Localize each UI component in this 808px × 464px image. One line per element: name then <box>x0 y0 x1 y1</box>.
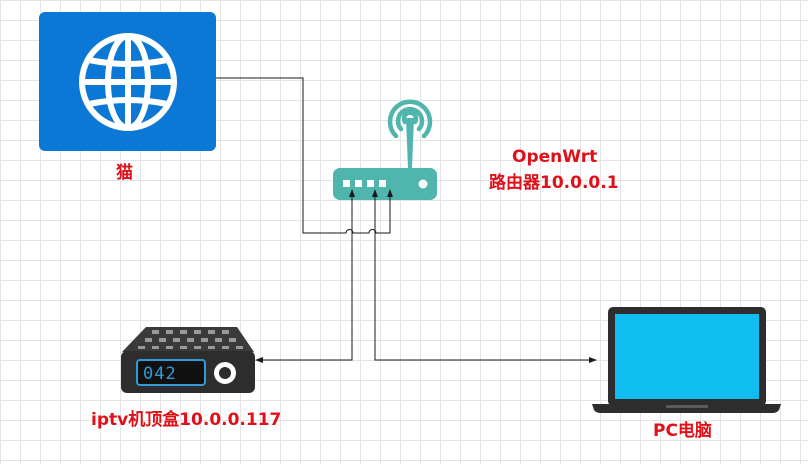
laptop-icon <box>592 307 781 413</box>
stb-label: iptv机顶盒10.0.0.117 <box>91 410 282 430</box>
connector-router-pc <box>374 195 592 361</box>
globe-icon <box>79 33 177 131</box>
router-label-line1: OpenWrt <box>512 147 598 167</box>
arrowhead-router-wan <box>387 189 393 197</box>
modem-node <box>39 12 216 151</box>
connector-router-stb <box>258 195 353 361</box>
router-node <box>333 99 437 200</box>
connectors <box>216 77 592 361</box>
arrowhead-router-lan1 <box>349 189 355 197</box>
arrowhead-pc <box>589 357 597 363</box>
router-label-line2: 路由器10.0.0.1 <box>489 173 619 193</box>
arrowhead-stb <box>255 357 263 363</box>
modem-label: 猫 <box>116 163 133 183</box>
pc-node <box>592 307 781 413</box>
connector-modem-router <box>216 77 391 234</box>
wifi-router-icon <box>333 99 437 200</box>
stb-display: 042 <box>143 364 177 384</box>
arrowhead-router-lan2 <box>372 189 378 197</box>
set-top-box-icon: 042 <box>121 327 255 393</box>
pc-label: PC电脑 <box>653 421 712 441</box>
connector-arrowheads <box>255 189 597 363</box>
stb-node: 042 <box>121 327 255 393</box>
